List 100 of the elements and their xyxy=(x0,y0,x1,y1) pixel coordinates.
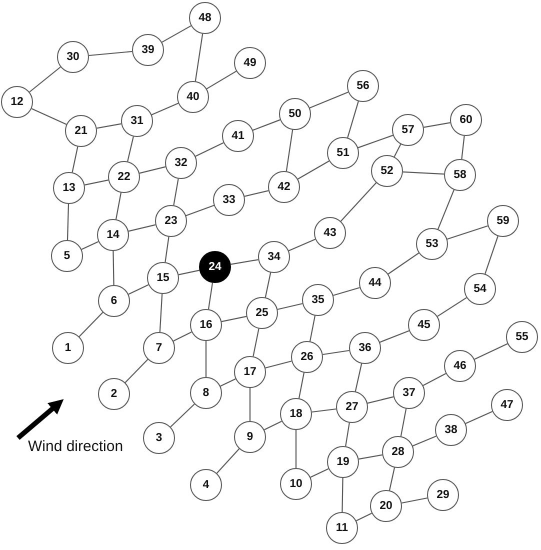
connector-line xyxy=(194,34,204,82)
connector-line xyxy=(164,236,170,262)
numbered-circle: 30 xyxy=(57,41,89,73)
direction-label: Wind direction xyxy=(28,438,124,455)
numbered-circle: 59 xyxy=(487,205,519,237)
numbered-circle: 43 xyxy=(314,217,346,249)
numbered-circle: 22 xyxy=(108,161,140,193)
numbered-circle: 8 xyxy=(190,377,222,409)
connector-line xyxy=(124,359,148,383)
connector-line xyxy=(402,497,428,504)
connector-line xyxy=(195,142,224,157)
numbered-circle: 46 xyxy=(444,350,476,382)
connector-line xyxy=(66,204,70,240)
numbered-circle: 11 xyxy=(326,512,358,544)
numbered-circle: 7 xyxy=(143,332,175,364)
connector-line xyxy=(380,330,410,343)
connector-line xyxy=(29,66,61,92)
connector-line xyxy=(88,50,132,56)
numbered-circle: 52 xyxy=(371,155,403,187)
connector-line xyxy=(400,408,407,436)
connector-line xyxy=(264,272,272,298)
connector-line xyxy=(424,122,450,128)
numbered-circle: 15 xyxy=(147,262,179,294)
numbered-circle: 51 xyxy=(327,137,359,169)
numbered-circle: 60 xyxy=(450,104,482,136)
connector-line xyxy=(298,372,305,398)
connector-line xyxy=(437,297,467,317)
connector-line xyxy=(159,294,163,332)
connector-line xyxy=(205,341,207,377)
connector-line xyxy=(412,436,436,446)
numbered-circle: 19 xyxy=(327,446,359,478)
connector-line xyxy=(139,166,166,174)
connector-line xyxy=(220,378,236,387)
numbered-circle: 25 xyxy=(246,297,278,329)
connector-line xyxy=(208,282,214,310)
connector-line xyxy=(186,204,214,216)
connector-line xyxy=(422,373,446,386)
connector-line xyxy=(356,512,372,522)
numbered-circle: 45 xyxy=(408,309,440,341)
connector-line xyxy=(221,316,247,322)
numbered-circle: 14 xyxy=(97,219,129,251)
connector-line xyxy=(31,108,67,125)
connector-line xyxy=(447,225,488,240)
numbered-circle: 4 xyxy=(190,469,222,501)
numbered-circle: 40 xyxy=(177,81,209,113)
connector-line xyxy=(127,136,134,162)
numbered-circle: 58 xyxy=(444,159,476,191)
numbered-circle: 23 xyxy=(155,205,187,237)
connector-line xyxy=(340,182,377,222)
numbered-circle: 35 xyxy=(302,284,334,316)
numbered-circle: 32 xyxy=(165,147,197,179)
numbered-circle: 3 xyxy=(143,422,175,454)
connector-line xyxy=(112,251,114,285)
connector-line xyxy=(78,312,104,337)
numbered-circle: 39 xyxy=(132,34,164,66)
numbered-circle: 54 xyxy=(464,273,496,305)
numbered-circle: 28 xyxy=(382,436,414,468)
connector-line xyxy=(173,332,192,342)
numbered-circle: 21 xyxy=(65,115,97,147)
numbered-circle: 12 xyxy=(1,86,33,118)
connector-line xyxy=(402,171,444,175)
numbered-circle: 16 xyxy=(190,309,222,341)
numbered-circle: 38 xyxy=(435,414,467,446)
numbered-circle: 53 xyxy=(416,228,448,260)
connector-line xyxy=(310,92,348,108)
numbered-circle: 34 xyxy=(258,241,290,273)
numbered-circle: 56 xyxy=(347,70,379,102)
numbered-circle: 2 xyxy=(98,378,130,410)
numbered-circle: 18 xyxy=(280,398,312,430)
numbered-circle: 33 xyxy=(213,184,245,216)
connector-line xyxy=(388,252,420,274)
connector-line xyxy=(277,303,303,310)
connector-line xyxy=(312,408,336,413)
connector-line xyxy=(358,454,382,460)
numbered-circle: 36 xyxy=(349,332,381,364)
connector-line xyxy=(484,236,498,274)
connector-line xyxy=(230,259,258,265)
numbered-circle: 29 xyxy=(427,479,459,511)
numbered-circle: 17 xyxy=(234,356,266,388)
connector-line xyxy=(151,102,179,116)
connector-line xyxy=(298,160,330,180)
numbered-circle: 1 xyxy=(52,332,84,364)
numbered-circle: 57 xyxy=(392,114,424,146)
connector-line xyxy=(96,123,122,129)
numbered-circle: 42 xyxy=(268,171,300,203)
numbered-circle: 26 xyxy=(291,341,323,373)
connector-line xyxy=(265,360,292,368)
connector-line xyxy=(178,270,200,276)
connector-line xyxy=(249,388,251,421)
connector-line xyxy=(252,328,260,356)
connector-line xyxy=(333,287,360,296)
numbered-circle: 49 xyxy=(234,47,266,79)
connector-line xyxy=(465,411,493,424)
connector-line xyxy=(309,316,316,342)
connector-line xyxy=(162,25,192,43)
connector-line xyxy=(288,238,316,252)
numbered-circle: 50 xyxy=(279,98,311,130)
connector-line xyxy=(438,190,454,230)
numbered-circle: 9 xyxy=(234,421,266,453)
connector-line xyxy=(474,343,508,360)
